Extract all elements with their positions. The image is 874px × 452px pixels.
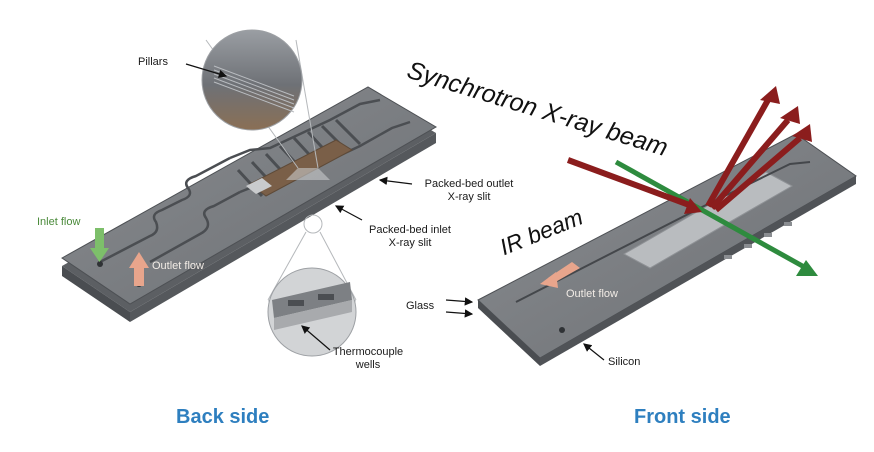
front-side-chip (477, 133, 857, 366)
silicon-label: Silicon (608, 356, 641, 368)
packed-bed-inlet-label: Packed-bed inlet X-ray slit (360, 224, 460, 250)
inlet-flow-arrow (90, 228, 109, 262)
packed-bed-inlet-slit (246, 178, 272, 194)
leader-lines (185, 63, 605, 361)
outlet-flow-front-label: Outlet flow (566, 288, 618, 300)
pillars-zoom (201, 29, 330, 180)
packed-bed-outlet-line2: X-ray slit (447, 191, 491, 203)
back-side-chip (61, 86, 437, 322)
thermocouple-line1: Thermocouple (332, 346, 404, 358)
packed-bed-inlet-line2: X-ray slit (388, 237, 432, 249)
outlet-flow-arrow-front (540, 262, 580, 288)
thermocouple-wells-label: Thermocouple wells (318, 346, 418, 372)
glass-label: Glass (406, 300, 435, 312)
thermocouple-line2: wells (355, 359, 381, 371)
thermocouple-zoom (267, 214, 357, 357)
inlet-flow-label: Inlet flow (37, 216, 81, 228)
pillars-label: Pillars (138, 56, 168, 68)
ir-beam-arrow (614, 159, 818, 276)
packed-bed-inlet-line1: Packed-bed inlet (369, 224, 451, 236)
xray-outgoing-arrows (705, 98, 802, 213)
outlet-flow-arrow-back (129, 252, 149, 286)
packed-bed-outlet-label: Packed-bed outlet X-ray slit (414, 178, 524, 204)
front-side-title: Front side (634, 406, 731, 428)
back-side-title: Back side (176, 406, 270, 428)
xray-incoming-arrow (566, 157, 702, 214)
packed-bed-outlet-line1: Packed-bed outlet (424, 178, 514, 190)
outlet-flow-back-label: Outlet flow (152, 260, 204, 272)
